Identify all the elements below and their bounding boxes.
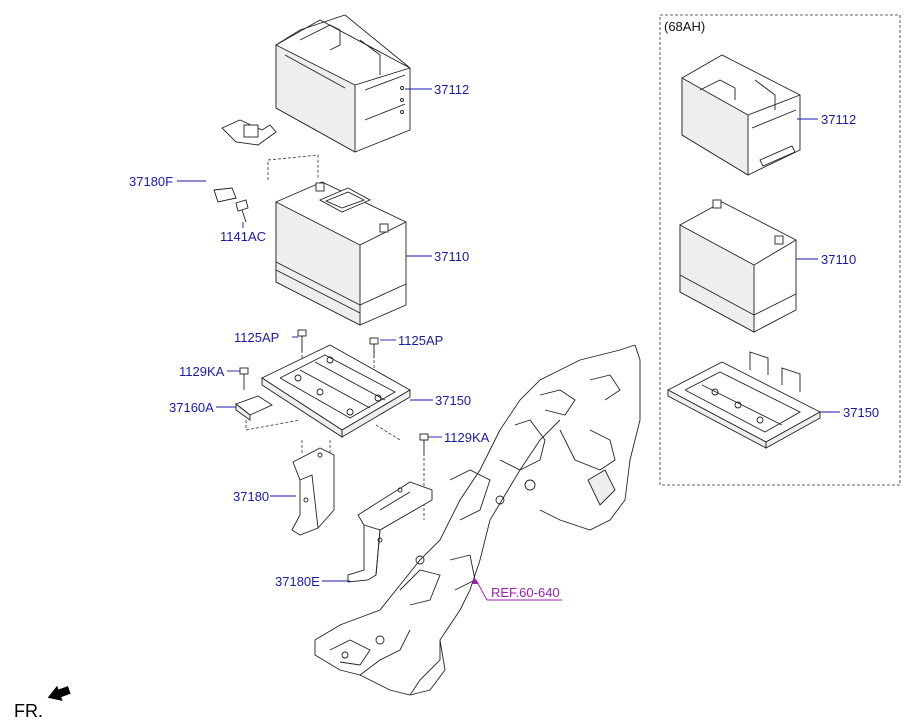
label-37150-alt[interactable]: 37150 [843,405,879,420]
label-37180[interactable]: 37180 [233,489,269,504]
bracket-upper-drawing[interactable] [291,447,335,536]
battery-tray-alt-drawing[interactable] [681,54,801,176]
battery-cable-drawing[interactable] [200,119,277,203]
bolt-1129ka-right-drawing[interactable] [419,433,429,456]
label-37112[interactable]: 37112 [434,82,469,97]
battery-alt-drawing[interactable] [679,199,797,333]
label-1129ka-right[interactable]: 1129KA [444,430,490,445]
label-1125ap-left[interactable]: 1125AP [234,330,279,345]
label-1141ac[interactable]: 1141AC [220,229,266,244]
label-37110-alt[interactable]: 37110 [821,252,856,267]
label-1125ap-right[interactable]: 1125AP [398,333,443,348]
tray-bracket-drawing[interactable] [261,344,411,438]
tray-bracket-alt-drawing[interactable] [667,351,821,449]
battery-drawing[interactable] [275,181,407,326]
label-1129ka-left[interactable]: 1129KA [179,364,225,379]
front-direction-label: FR. [14,701,43,721]
bolt-1125ap-right-drawing[interactable] [369,337,379,358]
variant-box [659,14,901,486]
clamp-drawing[interactable] [235,395,273,421]
label-37150[interactable]: 37150 [435,393,471,408]
label-37160a[interactable]: 37160A [169,400,214,415]
label-37180e[interactable]: 37180E [275,574,320,589]
body-panel-drawing [314,344,641,696]
label-37180f[interactable]: 37180F [129,174,173,189]
label-37112-alt[interactable]: 37112 [821,112,856,127]
front-arrow-icon [47,685,71,701]
bolt-1141ac-drawing[interactable] [235,199,249,223]
bracket-lower-drawing[interactable] [347,481,433,583]
bolt-1129ka-left-drawing[interactable] [239,367,249,390]
label-ref-60-640[interactable]: REF.60-640 [491,585,560,600]
ref-arrow-icon [472,577,479,584]
bolt-1125ap-left-drawing[interactable] [297,329,307,352]
variant-title: (68AH) [664,19,705,34]
label-37110[interactable]: 37110 [434,249,469,264]
battery-tray-drawing[interactable] [275,14,411,153]
